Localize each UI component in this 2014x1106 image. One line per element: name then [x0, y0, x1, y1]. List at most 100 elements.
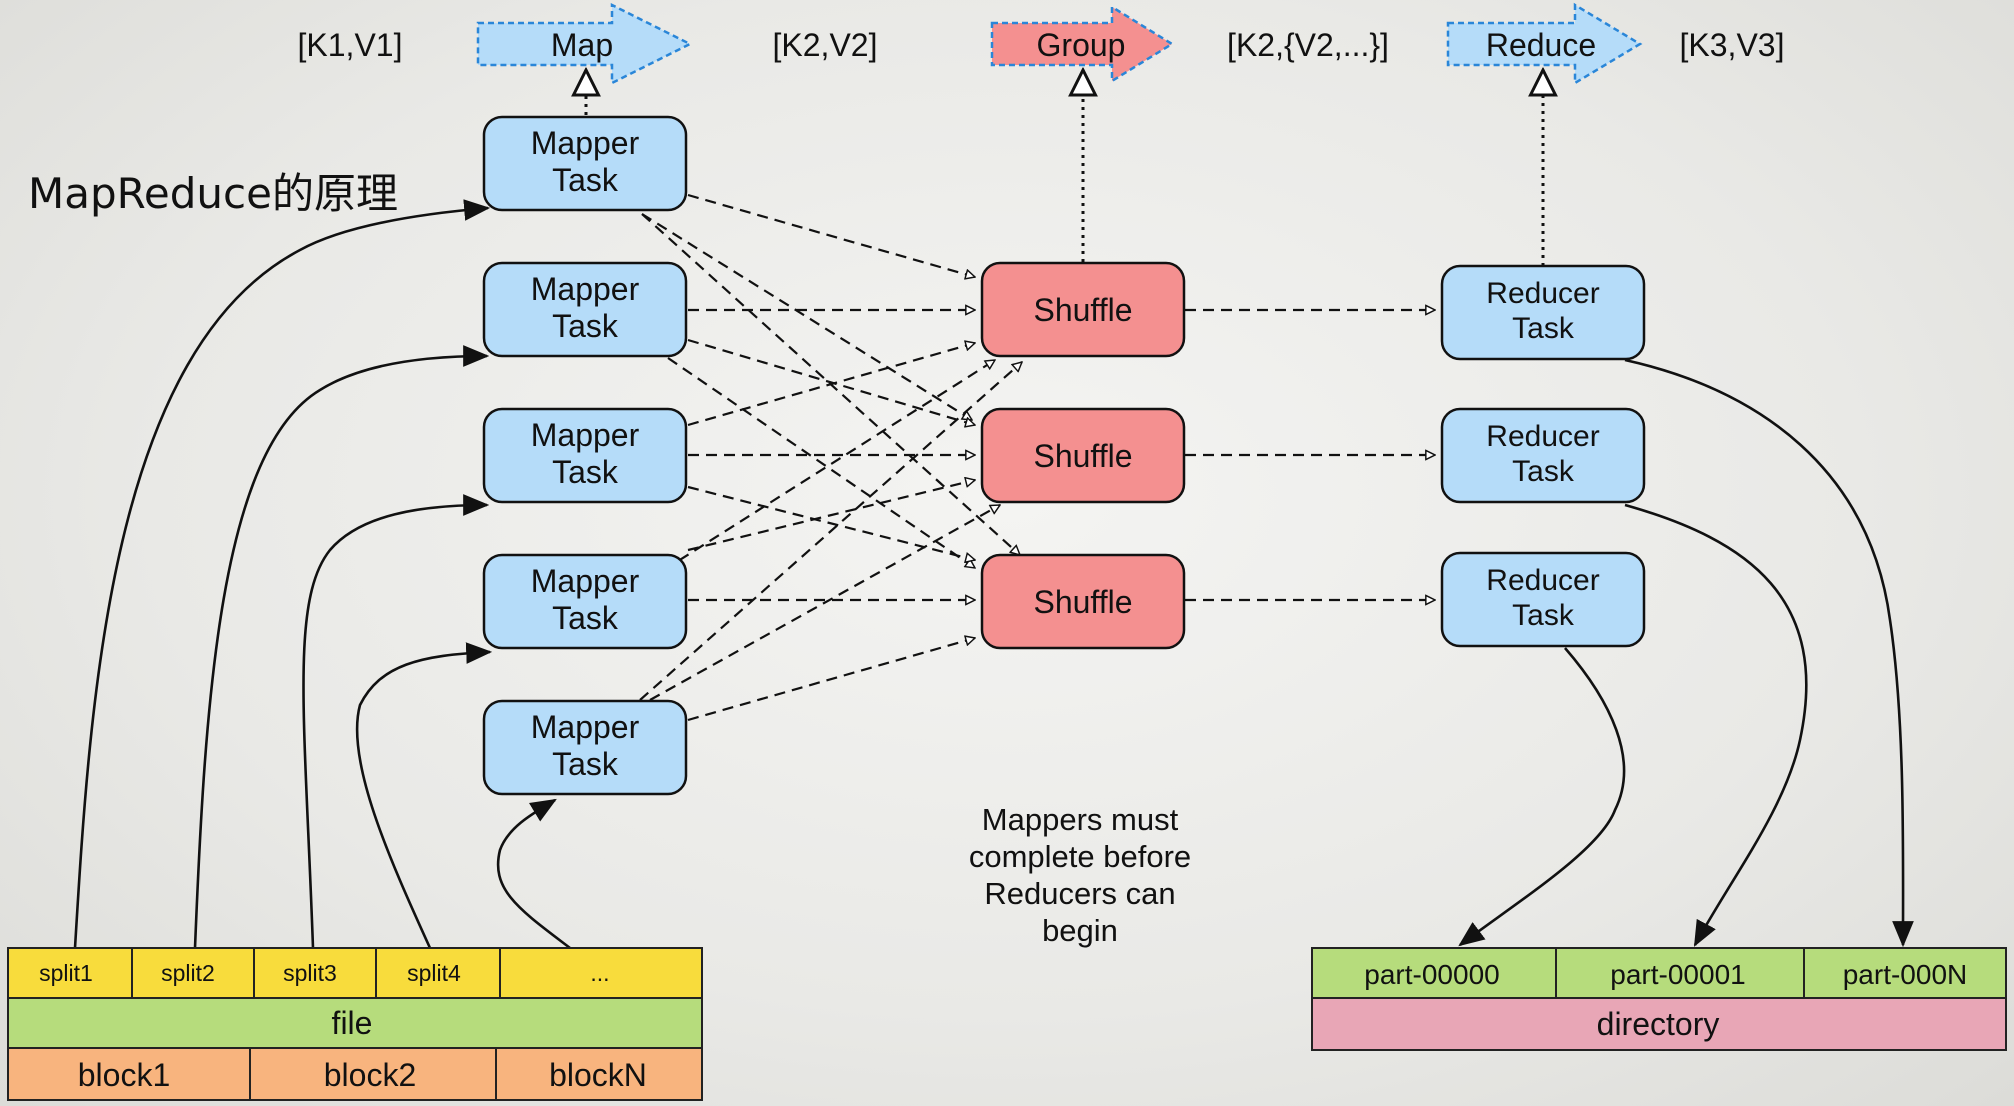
group-arrow-shape [990, 4, 1175, 84]
link-m4-s1 [663, 359, 995, 571]
link-m2-s2 [687, 338, 975, 425]
block-label: block2 [324, 1057, 417, 1093]
mapper-task-label: Task [552, 454, 619, 490]
reducer-task-label: Reducer [1486, 277, 1599, 310]
shuffle-node: Shuffle [980, 407, 1186, 504]
diagram-title: MapReduce的原理 [28, 169, 398, 218]
link-r2-part1 [1624, 503, 1808, 947]
output-directory-labels: part-00000 part-00001 part-000N director… [1364, 959, 1967, 1042]
kv-output-label: [K3,V3] [1680, 27, 1785, 63]
mapper-task-box [482, 553, 688, 650]
kv-after-group-label: [K2,{V2,...}] [1227, 27, 1389, 63]
split-cell [253, 947, 377, 999]
mapper-task-label: Task [552, 746, 619, 782]
note-line: Mappers must [982, 802, 1179, 837]
link-split4-m4 [355, 642, 493, 949]
mapper-task-box [482, 115, 688, 212]
splits-row [7, 947, 703, 999]
block-label: blockN [549, 1057, 647, 1093]
group-stage-label: Group [1037, 27, 1126, 63]
mapper-task-box [482, 407, 688, 504]
part-label: part-00000 [1364, 959, 1499, 990]
block-cell [495, 1047, 703, 1101]
part-cell [1311, 947, 1557, 999]
note-line: complete before [969, 839, 1191, 874]
reducer-task-label: Task [1512, 599, 1575, 632]
link-m3-s3 [687, 485, 975, 560]
link-m5-s1 [639, 362, 1022, 701]
link-m1-s2 [641, 213, 972, 421]
link-split2-m2 [193, 345, 490, 949]
link-m2-s3 [667, 357, 975, 568]
part-label: part-000N [1843, 959, 1968, 990]
link-m1-s1 [687, 193, 975, 277]
reducer-task-box [1440, 407, 1646, 504]
reducer-task-label: Reducer [1486, 564, 1599, 597]
link-split5-m5 [496, 798, 571, 950]
block-label: block1 [78, 1057, 171, 1093]
mapper-task-label: Mapper [531, 417, 640, 453]
shuffle-node: Shuffle [980, 261, 1186, 358]
shuffle-label: Shuffle [1033, 292, 1132, 328]
reduce-arrow-shape [1446, 2, 1643, 86]
mapper-tasks: MapperTaskMapperTaskMapperTaskMapperTask… [482, 115, 688, 796]
map-stage-label: Map [551, 27, 613, 63]
directory-label: directory [1597, 1006, 1720, 1042]
split-cell [131, 947, 255, 999]
shuffle-box [980, 553, 1186, 650]
split-label: split1 [39, 960, 93, 986]
link-split1-m1 [73, 199, 491, 949]
split-label: split3 [283, 960, 337, 986]
shuffle-reducer-links [1185, 310, 1435, 600]
output-directory-table [1311, 947, 2007, 1051]
split-label: ... [590, 960, 609, 986]
note-line: begin [1042, 913, 1118, 948]
shuffle-box [980, 261, 1186, 358]
kv-input-label: [K1,V1] [298, 27, 403, 63]
input-file-labels: split1 split2 split3 split4 ... file blo… [39, 960, 647, 1093]
mapper-task-label: Mapper [531, 709, 640, 745]
split-mapper-links [73, 199, 571, 950]
link-m5-s3 [687, 638, 975, 722]
mapper-task-label: Task [552, 162, 619, 198]
mapper-task-label: Mapper [531, 125, 640, 161]
mapper-task-label: Mapper [531, 271, 640, 307]
file-row [7, 997, 703, 1049]
link-r3-part0 [1458, 647, 1626, 947]
part-cell [1555, 947, 1805, 999]
shuffle-node: Shuffle [980, 553, 1186, 650]
mapper-task-label: Mapper [531, 563, 640, 599]
block-cell [249, 1047, 497, 1101]
input-file-table [7, 947, 703, 1101]
reducer-part-links [1458, 358, 1914, 948]
pipeline-row: [K1,V1] Map [K2,V2] Group [K2,{V2,...}] … [298, 2, 1785, 86]
reduce-stage-label: Reduce [1486, 27, 1596, 63]
link-m3-s1 [687, 343, 975, 427]
split-cell [499, 947, 703, 999]
mapper-task-box [482, 261, 688, 358]
mapper-shuffle-links [639, 193, 1022, 722]
shuffle-label: Shuffle [1033, 438, 1132, 474]
blocks-row [7, 1047, 703, 1101]
mapper-task-box [482, 699, 688, 796]
map-arrow-shape [476, 2, 693, 86]
file-label: file [332, 1005, 373, 1041]
reducer-task-label: Task [1512, 312, 1575, 345]
reducer-task-box [1440, 264, 1646, 361]
reducer-task-box [1440, 551, 1646, 648]
link-split3-m3 [302, 494, 490, 949]
shuffle-label: Shuffle [1033, 584, 1132, 620]
directory-row [1311, 997, 2007, 1051]
mapper-task-label: Task [552, 600, 619, 636]
completion-note: Mappers must complete before Reducers ca… [969, 802, 1191, 948]
kv-after-map-label: [K2,V2] [773, 27, 878, 63]
reducer-task-label: Reducer [1486, 420, 1599, 453]
